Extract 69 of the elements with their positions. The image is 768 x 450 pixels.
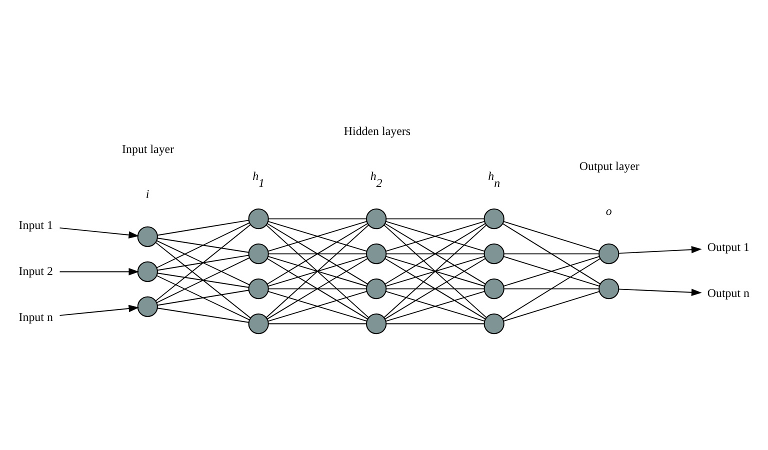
connector bbox=[156, 238, 250, 253]
connector bbox=[156, 220, 250, 236]
node-text: Input 1 bbox=[18, 218, 53, 232]
connector bbox=[268, 218, 367, 220]
connector bbox=[384, 224, 487, 318]
node-circle bbox=[137, 226, 158, 248]
label: Input layer bbox=[122, 142, 174, 156]
node-circle bbox=[484, 243, 504, 264]
arrow bbox=[59, 304, 140, 316]
node-circle bbox=[137, 296, 158, 318]
connector bbox=[268, 253, 367, 254]
node-circle bbox=[248, 278, 269, 300]
connector bbox=[385, 290, 485, 322]
connector bbox=[384, 223, 486, 284]
connector bbox=[156, 290, 250, 306]
connector bbox=[384, 258, 486, 320]
connector bbox=[268, 256, 368, 287]
node-text: Output 1 bbox=[707, 240, 750, 254]
connector bbox=[156, 222, 250, 268]
arrow bbox=[618, 246, 702, 254]
connector bbox=[386, 218, 485, 220]
connector bbox=[503, 256, 600, 287]
connector bbox=[502, 223, 601, 284]
connector bbox=[268, 288, 367, 290]
connector bbox=[504, 253, 600, 254]
node-circle bbox=[137, 261, 158, 282]
node-circle bbox=[484, 313, 504, 334]
connector bbox=[156, 240, 250, 286]
node-circle bbox=[366, 208, 387, 230]
connector bbox=[266, 223, 368, 284]
node-circle bbox=[248, 313, 269, 334]
arrow bbox=[59, 228, 140, 239]
connector bbox=[504, 288, 600, 290]
connector bbox=[266, 224, 369, 318]
label: Hidden layers bbox=[344, 124, 411, 138]
connector bbox=[268, 323, 367, 324]
connector bbox=[155, 224, 251, 302]
label: o bbox=[606, 204, 612, 218]
connector bbox=[503, 291, 600, 322]
node-circle bbox=[484, 278, 504, 300]
connector bbox=[386, 288, 485, 290]
connector bbox=[266, 258, 368, 320]
arrow bbox=[59, 268, 140, 276]
label: i bbox=[146, 187, 150, 202]
node-circle bbox=[248, 208, 269, 230]
connector bbox=[386, 323, 485, 324]
node-text: Input n bbox=[18, 310, 53, 324]
connector bbox=[156, 275, 250, 320]
node-circle bbox=[248, 243, 269, 264]
connector bbox=[155, 242, 251, 318]
connector bbox=[385, 256, 485, 287]
node-circle bbox=[598, 243, 620, 264]
node-circle bbox=[484, 208, 504, 230]
connector bbox=[156, 308, 250, 323]
node-circle bbox=[366, 243, 387, 264]
arrow bbox=[618, 288, 702, 296]
node-circle bbox=[598, 278, 620, 300]
connector bbox=[502, 258, 601, 320]
connector bbox=[268, 290, 368, 322]
connector bbox=[156, 254, 250, 271]
node-text: Input 2 bbox=[18, 264, 53, 278]
connector bbox=[156, 272, 250, 288]
node-circle bbox=[366, 278, 387, 300]
label: Output layer bbox=[579, 158, 640, 173]
connector bbox=[156, 257, 250, 304]
node-circle bbox=[366, 313, 387, 334]
connector bbox=[503, 221, 600, 252]
connector bbox=[386, 253, 485, 254]
node-text: Output n bbox=[707, 286, 750, 300]
